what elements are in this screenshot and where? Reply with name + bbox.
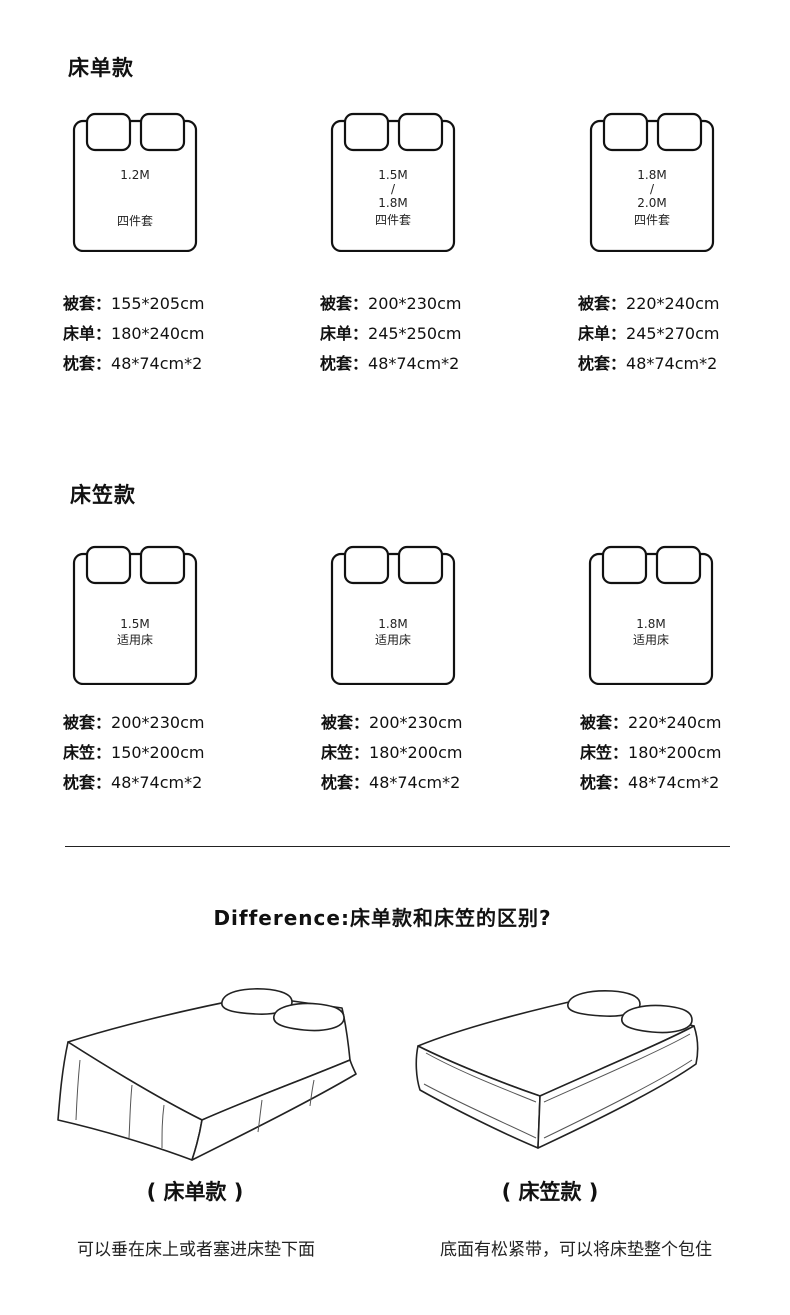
spec-row: 枕套：48*74cm*2 — [63, 768, 204, 798]
spec-row: 被套：200*230cm — [63, 708, 204, 738]
bed-size-label: 1.8M — [378, 196, 408, 210]
bed-size-label: 1.8M — [378, 617, 408, 631]
spec-row: 床笠：150*200cm — [63, 738, 204, 768]
spec-label: 被套： — [63, 713, 112, 732]
bed-diagram: 1.5M / 1.8M 四件套 — [330, 112, 456, 252]
spec-row: 被套：200*230cm — [321, 708, 462, 738]
spec-label: 枕套： — [321, 773, 370, 792]
bed-type-label: 适用床 — [632, 633, 669, 647]
spec-list: 被套：220*240cm 床笠：180*200cm 枕套：48*74cm*2 — [580, 708, 721, 798]
bed-type-label: 适用床 — [116, 633, 153, 647]
spec-value: 200*230cm — [111, 713, 205, 732]
spec-label: 枕套： — [320, 354, 369, 373]
spec-value: 180*240cm — [111, 324, 205, 343]
bed-outline-icon — [330, 545, 456, 685]
bed-outline-icon — [72, 545, 198, 685]
spec-row: 被套：155*205cm — [63, 289, 204, 319]
spec-value: 48*74cm*2 — [628, 773, 720, 792]
spec-row: 床笠：180*200cm — [580, 738, 721, 768]
spec-label: 床单： — [320, 324, 369, 343]
spec-value: 48*74cm*2 — [368, 354, 460, 373]
spec-value: 48*74cm*2 — [111, 354, 203, 373]
spec-row: 床单：245*250cm — [320, 319, 461, 349]
spec-label: 床笠： — [63, 743, 112, 762]
spec-value: 220*240cm — [628, 713, 722, 732]
bed-size-label: 1.8M — [637, 168, 667, 182]
spec-value: 200*230cm — [368, 294, 462, 313]
spec-value: 245*270cm — [626, 324, 720, 343]
spec-label: 枕套： — [63, 354, 112, 373]
bed-diagram: 1.8M 适用床 — [588, 545, 714, 685]
spec-row: 被套：200*230cm — [320, 289, 461, 319]
spec-row: 枕套：48*74cm*2 — [580, 768, 721, 798]
spec-row: 床单：180*240cm — [63, 319, 204, 349]
bed-diagram: 1.2M 四件套 — [72, 112, 198, 252]
spec-label: 被套： — [63, 294, 112, 313]
spec-list: 被套：155*205cm 床单：180*240cm 枕套：48*74cm*2 — [63, 289, 204, 379]
flat-sheet-bed-icon — [57, 988, 357, 1161]
fitted-section-title: 床笠款 — [70, 483, 136, 507]
spec-row: 被套：220*240cm — [580, 708, 721, 738]
spec-row: 被套：220*240cm — [578, 289, 719, 319]
spec-value: 220*240cm — [626, 294, 720, 313]
bed-type-label: 适用床 — [374, 633, 411, 647]
flat-sheet-caption: ( 床单款 ) — [146, 1180, 244, 1204]
spec-row: 枕套：48*74cm*2 — [63, 349, 204, 379]
fitted-sheet-description: 底面有松紧带，可以将床垫整个包住 — [440, 1240, 712, 1260]
bed-size-label: 1.5M — [120, 617, 150, 631]
sheet-section-title: 床单款 — [68, 56, 134, 80]
spec-row: 床单：245*270cm — [578, 319, 719, 349]
fitted-sheet-bed-icon — [415, 990, 699, 1149]
spec-value: 180*200cm — [628, 743, 722, 762]
spec-list: 被套：200*230cm 床笠：180*200cm 枕套：48*74cm*2 — [321, 708, 462, 798]
spec-row: 枕套：48*74cm*2 — [578, 349, 719, 379]
spec-label: 床单： — [578, 324, 627, 343]
spec-label: 枕套： — [580, 773, 629, 792]
bed-size-label: 1.2M — [120, 168, 150, 182]
bed-diagram: 1.5M 适用床 — [72, 545, 198, 685]
bed-type-label: 四件套 — [116, 214, 153, 228]
spec-value: 48*74cm*2 — [369, 773, 461, 792]
spec-value: 48*74cm*2 — [111, 773, 203, 792]
spec-label: 被套： — [320, 294, 369, 313]
spec-label: 被套： — [578, 294, 627, 313]
spec-label: 被套： — [580, 713, 629, 732]
difference-title: Difference:床单款和床笠的区别? — [213, 906, 552, 930]
section-divider — [65, 846, 730, 847]
bed-size-separator: / — [390, 182, 396, 196]
bed-type-label: 四件套 — [374, 213, 411, 227]
spec-label: 枕套： — [63, 773, 112, 792]
bed-diagram: 1.8M / 2.0M 四件套 — [589, 112, 715, 252]
spec-list: 被套：200*230cm 床单：245*250cm 枕套：48*74cm*2 — [320, 289, 461, 379]
bed-size-label: 1.8M — [636, 617, 666, 631]
bed-outline-icon — [72, 112, 198, 252]
bed-size-label: 2.0M — [637, 196, 667, 210]
bed-size-separator: / — [649, 182, 655, 196]
bed-outline-icon — [588, 545, 714, 685]
bed-outline-icon — [589, 112, 715, 252]
bed-outline-icon — [330, 112, 456, 252]
fitted-sheet-caption: ( 床笠款 ) — [501, 1180, 599, 1204]
spec-label: 床笠： — [321, 743, 370, 762]
bed-diagram: 1.8M 适用床 — [330, 545, 456, 685]
bed-type-label: 四件套 — [633, 213, 670, 227]
spec-label: 床单： — [63, 324, 112, 343]
spec-value: 180*200cm — [369, 743, 463, 762]
spec-label: 被套： — [321, 713, 370, 732]
flat-sheet-description: 可以垂在床上或者塞进床垫下面 — [77, 1240, 315, 1260]
spec-list: 被套：200*230cm 床笠：150*200cm 枕套：48*74cm*2 — [63, 708, 204, 798]
spec-value: 245*250cm — [368, 324, 462, 343]
spec-row: 床笠：180*200cm — [321, 738, 462, 768]
spec-label: 枕套： — [578, 354, 627, 373]
spec-value: 200*230cm — [369, 713, 463, 732]
spec-row: 枕套：48*74cm*2 — [321, 768, 462, 798]
spec-label: 床笠： — [580, 743, 629, 762]
spec-row: 枕套：48*74cm*2 — [320, 349, 461, 379]
spec-value: 155*205cm — [111, 294, 205, 313]
spec-list: 被套：220*240cm 床单：245*270cm 枕套：48*74cm*2 — [578, 289, 719, 379]
spec-value: 150*200cm — [111, 743, 205, 762]
spec-value: 48*74cm*2 — [626, 354, 718, 373]
bed-size-label: 1.5M — [378, 168, 408, 182]
